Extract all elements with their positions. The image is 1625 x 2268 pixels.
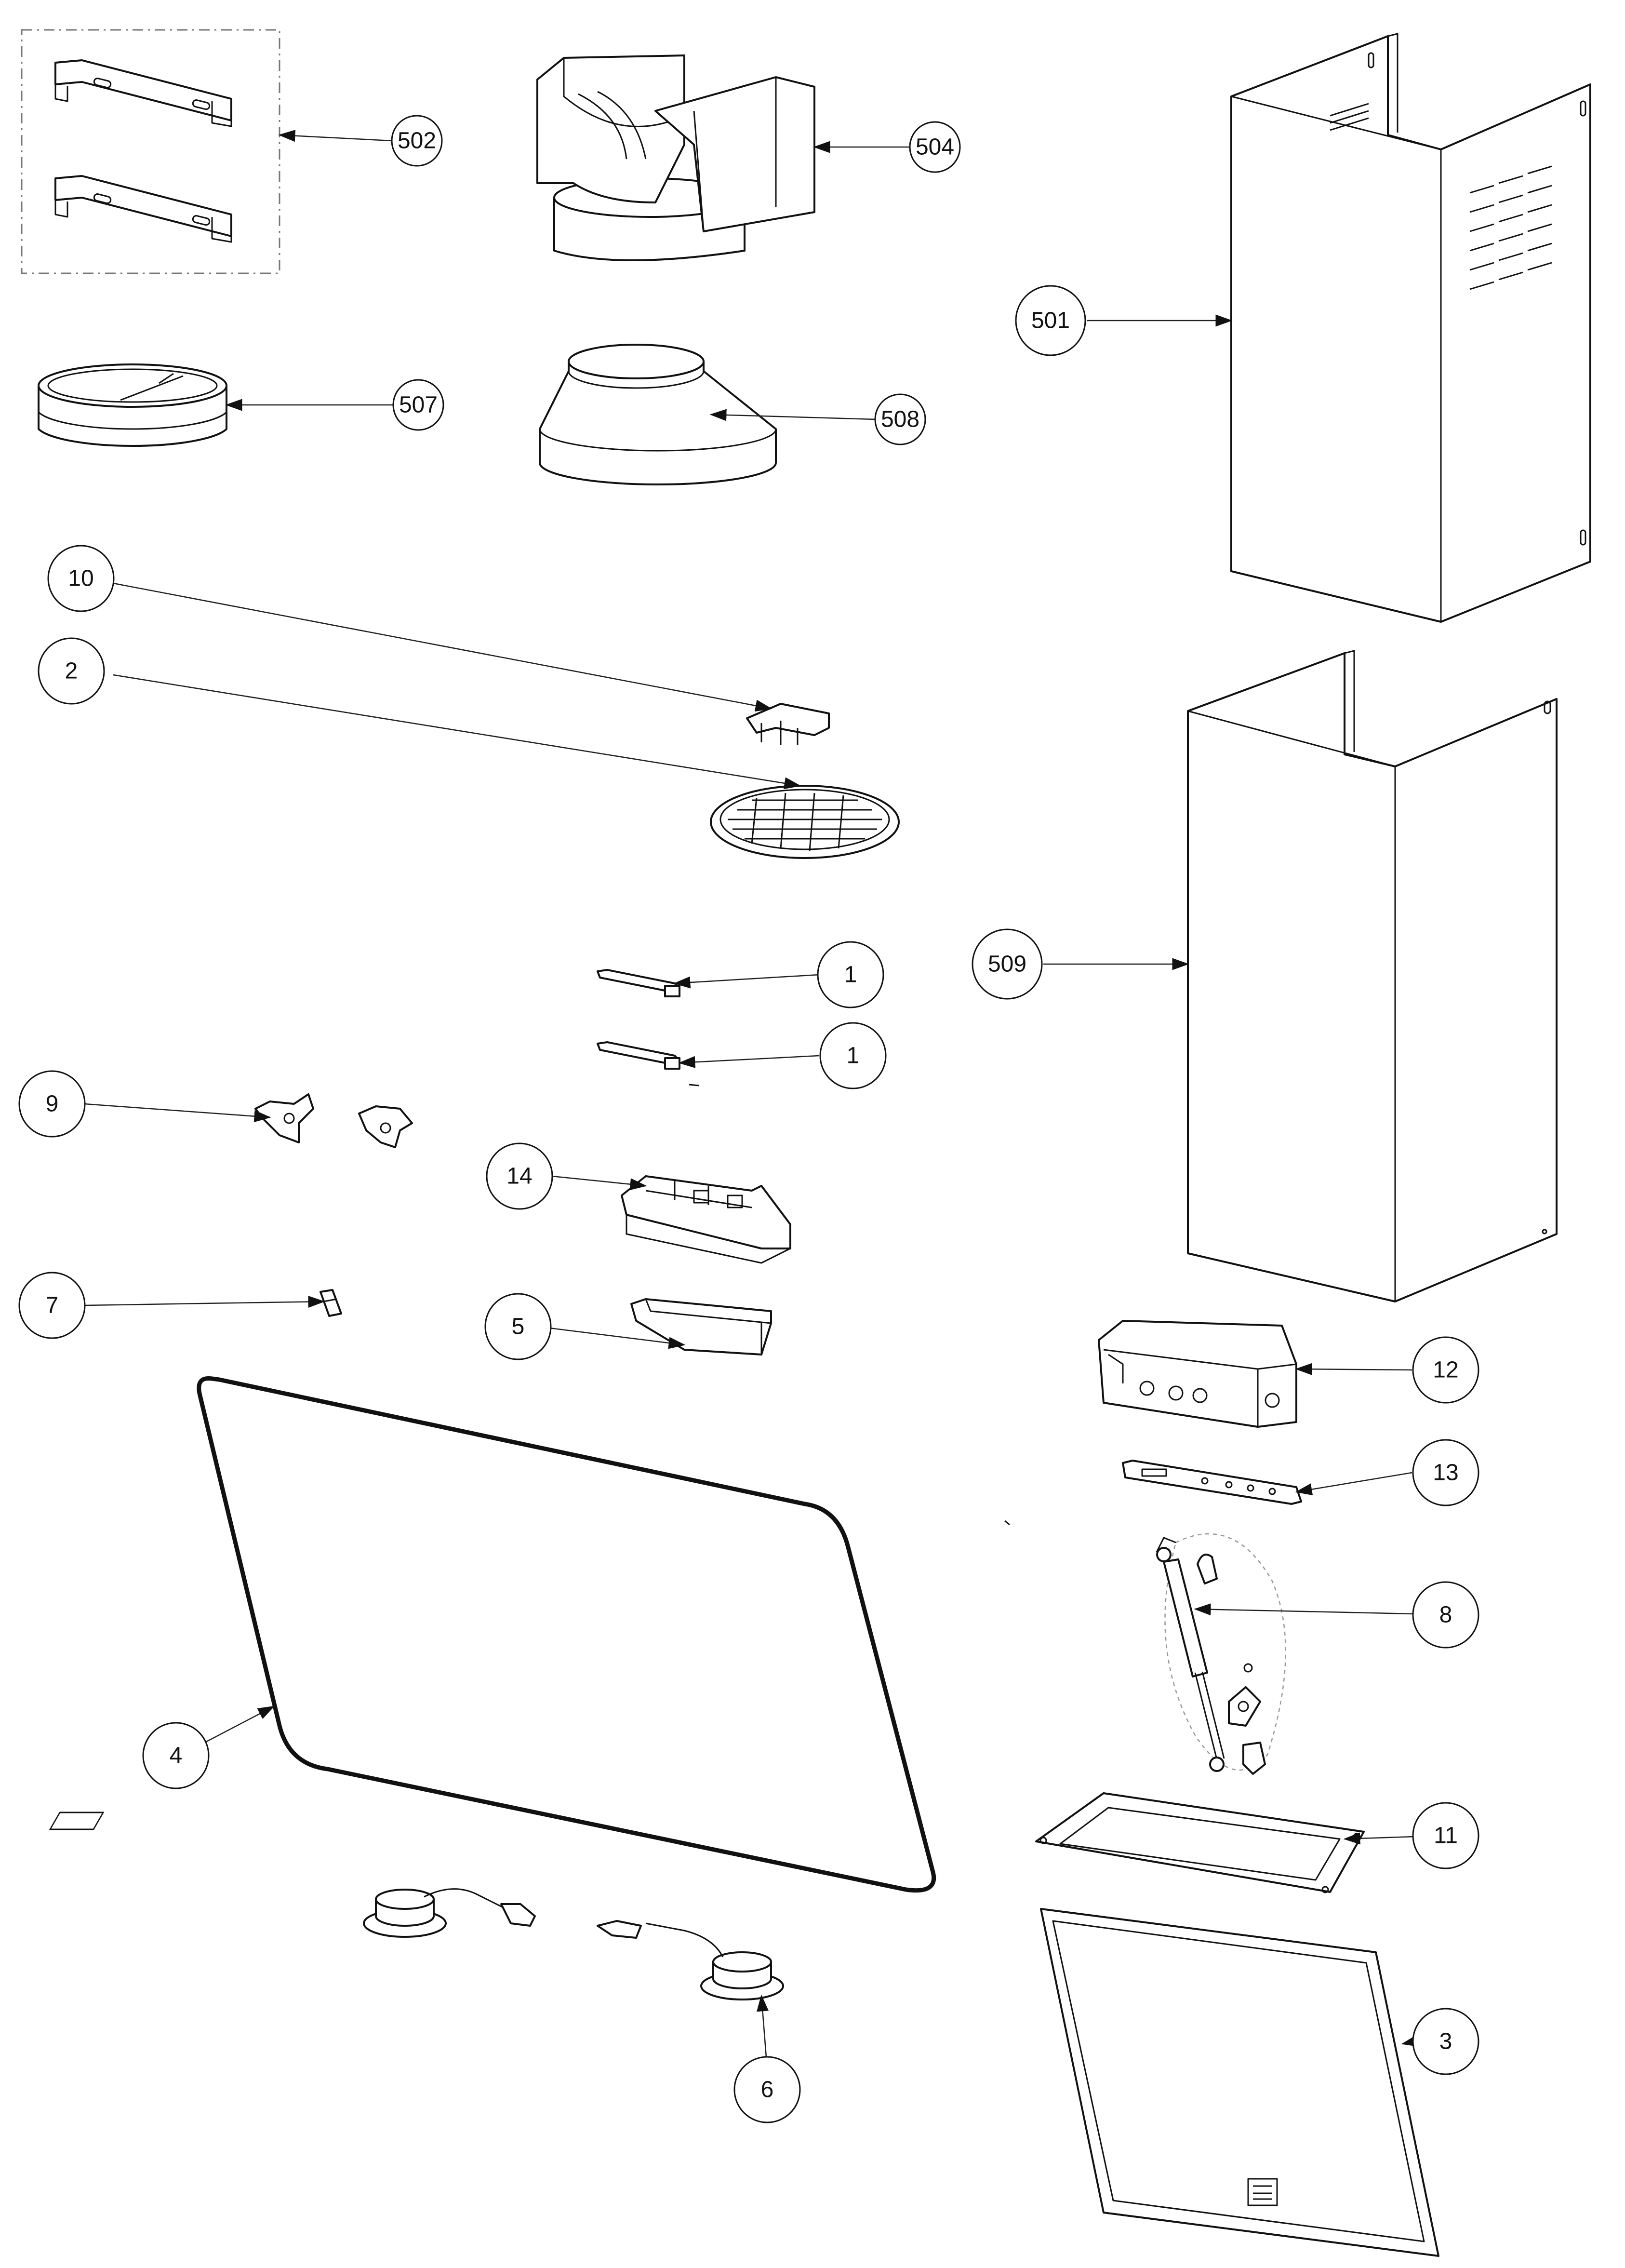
callout-1a-label: 1 bbox=[844, 962, 857, 988]
callout-13: 13 bbox=[1412, 1439, 1479, 1506]
callout-5-label: 5 bbox=[512, 1314, 525, 1340]
part-14-control-box bbox=[621, 1175, 791, 1264]
callout-7-label: 7 bbox=[46, 1293, 59, 1318]
leader-lines bbox=[84, 130, 1419, 2058]
part-2-round-grille bbox=[710, 785, 900, 859]
callout-504: 504 bbox=[909, 121, 961, 173]
callout-11-label: 11 bbox=[1434, 1823, 1458, 1849]
callout-1b: 1 bbox=[819, 1022, 887, 1089]
callout-9-label: 9 bbox=[46, 1091, 59, 1117]
callout-14: 14 bbox=[486, 1142, 553, 1210]
callout-12-label: 12 bbox=[1433, 1357, 1458, 1383]
callout-508-label: 508 bbox=[881, 407, 919, 432]
callout-501-label: 501 bbox=[1031, 308, 1070, 334]
part-5-junction-box bbox=[630, 1298, 772, 1355]
callout-9: 9 bbox=[18, 1070, 86, 1138]
part-9-hinge-brackets bbox=[254, 1093, 413, 1148]
callout-13-label: 13 bbox=[1433, 1460, 1458, 1486]
part-504-air-outlet-connector bbox=[536, 54, 815, 261]
callout-10-label: 10 bbox=[68, 566, 93, 591]
callout-508: 508 bbox=[874, 393, 926, 445]
callout-2-label: 2 bbox=[65, 658, 78, 684]
callout-502-label: 502 bbox=[398, 128, 436, 154]
stray-mark bbox=[689, 1084, 699, 1087]
callout-8-label: 8 bbox=[1439, 1602, 1452, 1628]
callout-3: 3 bbox=[1412, 2008, 1479, 2075]
callout-509: 509 bbox=[972, 928, 1043, 1000]
callout-4-label: 4 bbox=[170, 1743, 183, 1769]
callout-4: 4 bbox=[142, 1722, 210, 1789]
callout-6: 6 bbox=[733, 2056, 801, 2123]
part-12-motor-control-box bbox=[1098, 1320, 1297, 1428]
callout-14-label: 14 bbox=[506, 1164, 532, 1189]
part-501-upper-chimney-cover bbox=[1230, 33, 1591, 623]
callout-3-label: 3 bbox=[1439, 2029, 1452, 2054]
callout-2: 2 bbox=[38, 637, 105, 705]
callout-6-label: 6 bbox=[761, 2077, 774, 2103]
part-1-filter-latches bbox=[597, 969, 680, 1070]
callout-8: 8 bbox=[1412, 1581, 1479, 1649]
callout-501: 501 bbox=[1015, 285, 1086, 356]
callout-507-label: 507 bbox=[399, 392, 438, 418]
callout-10: 10 bbox=[47, 545, 115, 612]
callout-11: 11 bbox=[1412, 1802, 1479, 1869]
part-10-clip bbox=[746, 703, 830, 745]
part-13-control-panel bbox=[1122, 1460, 1302, 1505]
stray-mark bbox=[1004, 1520, 1010, 1526]
callout-7: 7 bbox=[18, 1272, 86, 1339]
callout-507: 507 bbox=[392, 379, 444, 431]
callout-502: 502 bbox=[391, 115, 443, 167]
part-507-collar-ring bbox=[38, 363, 227, 447]
callout-12: 12 bbox=[1412, 1336, 1479, 1404]
part-3-grease-filter bbox=[1040, 1908, 1439, 2257]
part-502-wall-brackets bbox=[21, 29, 280, 274]
callout-1a: 1 bbox=[817, 941, 884, 1008]
part-6-led-lamps bbox=[363, 1888, 784, 2000]
callout-1b-label: 1 bbox=[847, 1043, 860, 1069]
callout-509-label: 509 bbox=[988, 952, 1026, 977]
part-8-gas-spring-kit bbox=[1156, 1533, 1286, 1775]
callout-504-label: 504 bbox=[916, 134, 954, 160]
part-11-carbon-filter-frame bbox=[49, 1792, 1365, 1893]
part-508-reducer-adapter bbox=[539, 344, 777, 485]
callout-5: 5 bbox=[484, 1293, 552, 1360]
vent-slots-side bbox=[1330, 103, 1552, 290]
part-7-switch bbox=[320, 1289, 342, 1317]
part-4-glass-panel bbox=[197, 1376, 936, 1893]
part-509-lower-chimney-cover bbox=[1187, 650, 1558, 1302]
